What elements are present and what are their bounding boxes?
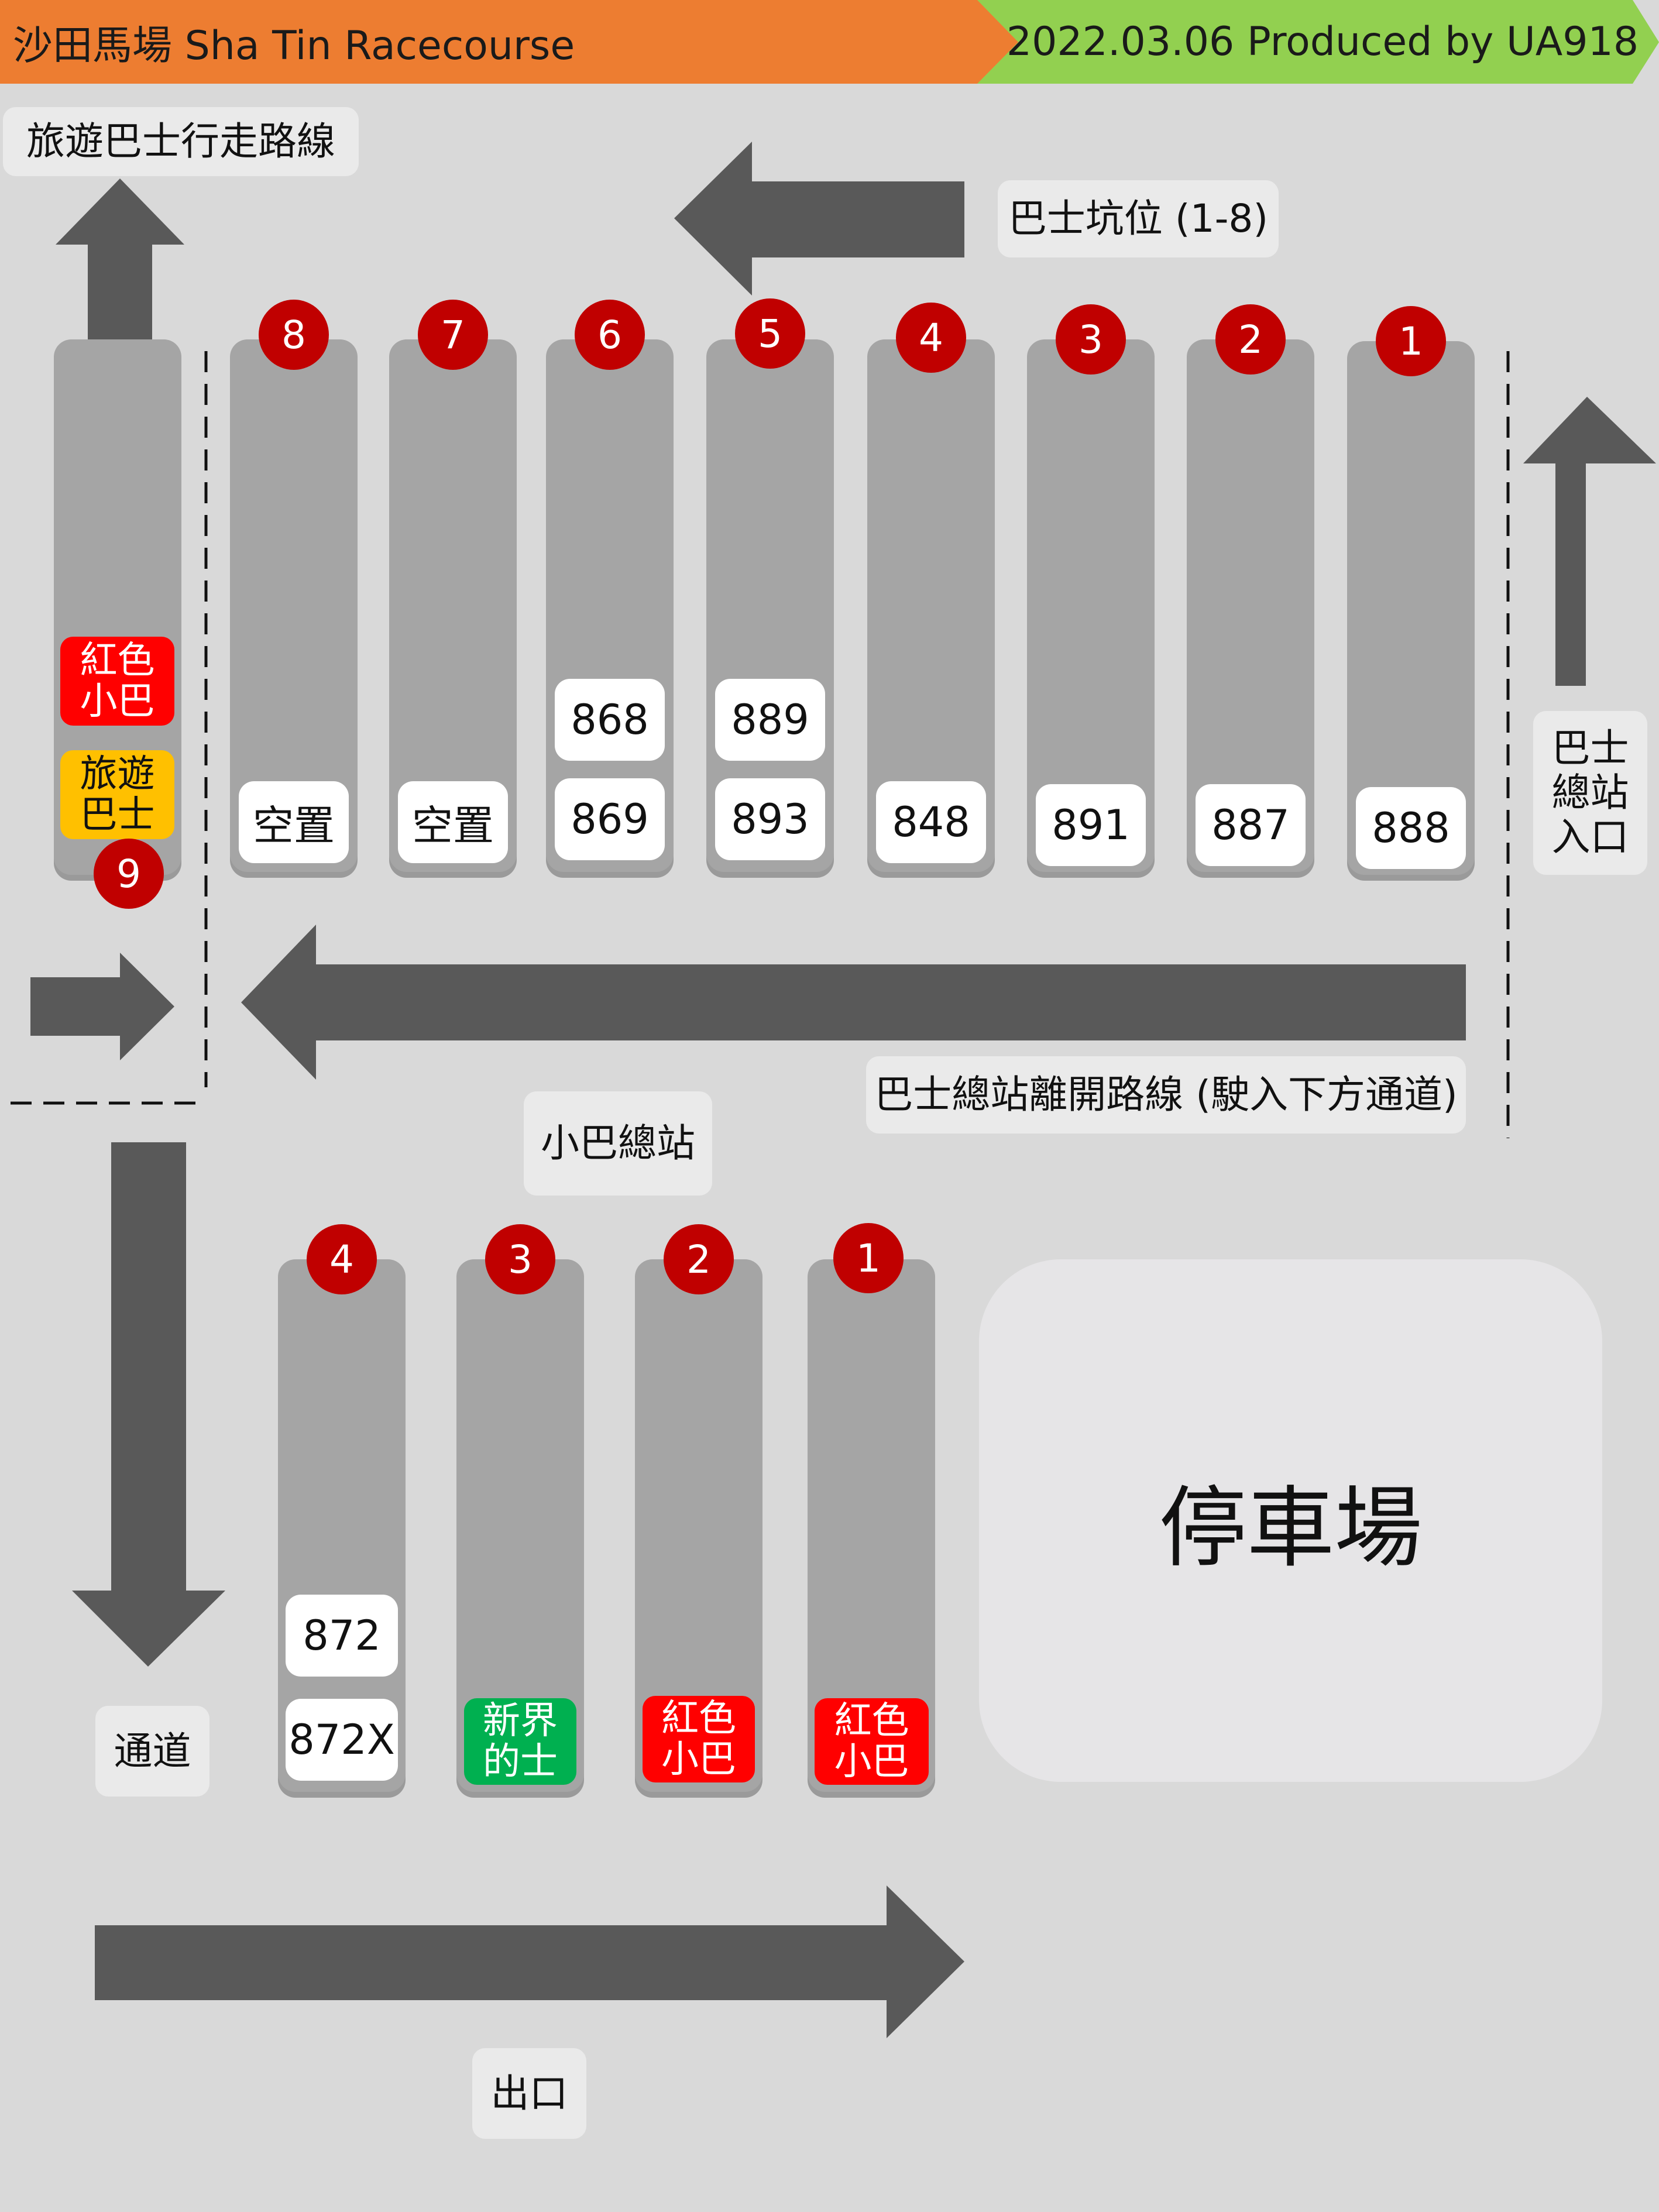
bay-number-badge: 4	[307, 1224, 377, 1294]
arrow-right-icon	[95, 1885, 964, 2038]
bay-number-badge: 7	[418, 300, 488, 370]
arrow-up-icon	[1523, 397, 1656, 686]
credit-text: 2022.03.06 Produced by UA918	[1006, 19, 1639, 65]
bay-number-badge: 1	[1376, 306, 1446, 376]
arrow-left-icon	[241, 925, 1466, 1080]
bay-number-badge: 8	[259, 300, 329, 370]
minibus-route-plate: 872	[286, 1595, 398, 1677]
bay-number-badge: 3	[485, 1224, 555, 1294]
nt-taxi-tag: 新界 的士	[464, 1698, 576, 1785]
exit-label: 出口	[472, 2048, 586, 2139]
bus-bays-label: 巴士坑位 (1-8)	[998, 180, 1279, 257]
minibus-route-plate: 872X	[286, 1699, 398, 1781]
bay-number-badge: 6	[575, 300, 645, 370]
bay-status-vacant: 空置	[239, 781, 349, 863]
car-park: 停車場	[979, 1259, 1602, 1782]
page-title: 沙田馬場 Sha Tin Racecourse	[13, 23, 575, 69]
terminus-departure-label: 巴士總站離開路線 (駛入下方通道)	[866, 1056, 1466, 1134]
bay-status-vacant: 空置	[398, 781, 508, 863]
bus-route-plate: 888	[1356, 787, 1466, 869]
bus-route-plate: 887	[1196, 784, 1306, 866]
bay-number-badge: 9	[94, 839, 164, 909]
tour-bus-tag: 旅遊 巴士	[60, 750, 174, 839]
terminus-entrance-label: 巴士 總站 入口	[1533, 711, 1647, 875]
bay-number-badge: 5	[735, 298, 805, 369]
bus-route-plate: 889	[715, 679, 825, 761]
bus-bay-1	[1347, 341, 1475, 875]
tour-bus-route-label: 旅遊巴士行走路線	[3, 107, 359, 176]
arrow-left-icon	[674, 142, 964, 296]
minibus-terminus-label: 小巴總站	[524, 1091, 712, 1196]
bus-bay-2	[1187, 339, 1314, 872]
bay-number-badge: 2	[664, 1224, 734, 1294]
bus-bay-3	[1027, 339, 1155, 872]
passage-label: 通道	[95, 1706, 209, 1797]
bus-route-plate: 868	[555, 679, 665, 761]
bay-number-badge: 4	[896, 303, 966, 373]
bus-route-plate: 893	[715, 778, 825, 860]
arrow-right-icon	[30, 953, 174, 1060]
credit-banner	[977, 0, 1659, 84]
bay-number-badge: 1	[833, 1223, 904, 1293]
title-banner	[0, 0, 1030, 84]
red-minibus-tag: 紅色 小巴	[60, 637, 174, 726]
bus-route-plate: 891	[1036, 784, 1146, 866]
red-minibus-tag: 紅色 小巴	[643, 1696, 755, 1782]
bay-number-badge: 3	[1056, 304, 1126, 375]
bay-number-badge: 2	[1215, 304, 1286, 375]
arrow-down-icon	[72, 1142, 225, 1667]
bus-route-plate: 869	[555, 778, 665, 860]
red-minibus-tag: 紅色 小巴	[815, 1698, 929, 1785]
bus-route-plate: 848	[876, 781, 986, 863]
